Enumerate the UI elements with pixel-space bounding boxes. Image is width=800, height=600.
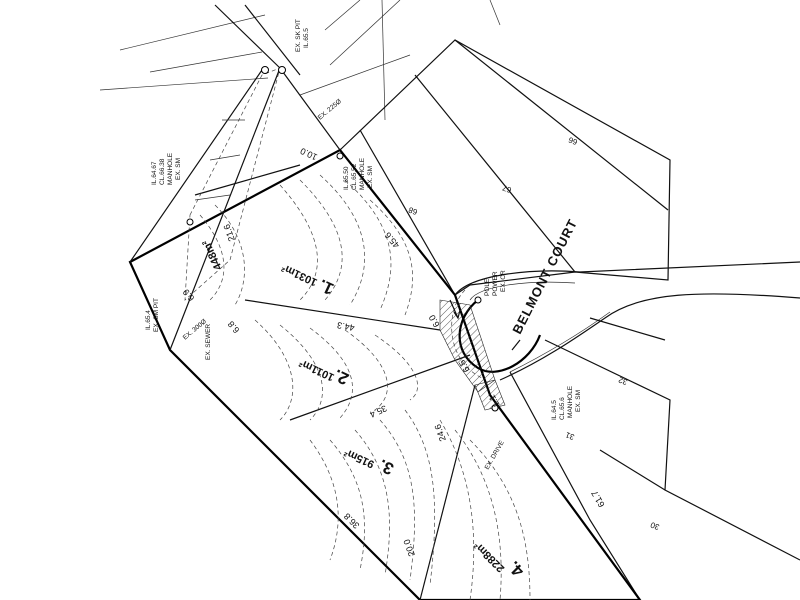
note-mh-right-2: MANHOLE	[567, 385, 574, 418]
adjacent-lot-68: 68	[407, 205, 419, 217]
note-sk-pit-top-1: EX. SK PIT	[295, 19, 302, 52]
note-mh-left-4: IL.64.67	[151, 161, 158, 185]
adjacent-lot-31: 31	[564, 430, 576, 442]
dim-6-8: 6.8	[226, 319, 242, 335]
subdivision-boundary	[128, 4, 642, 600]
lot-3-number: 3.	[376, 455, 397, 478]
note-mh-left-1: EX. SM	[175, 158, 182, 180]
note-power-pole-2: POWER	[492, 271, 499, 296]
adjacent-lots-south	[509, 317, 800, 600]
adjacent-lot-32: 32	[617, 375, 629, 387]
adjacent-lot-labels: 66 67 68 32 31 30	[407, 135, 661, 532]
note-mh-mid-1: EX. SM	[367, 166, 374, 188]
lot-2-area: 1011m²	[297, 356, 336, 383]
lot-3-area: 915m²	[342, 446, 376, 470]
dim-24-6: 24.6	[432, 423, 447, 443]
note-mh-left-3: CL.66.38	[159, 158, 166, 185]
contour-lines	[199, 174, 531, 600]
easement-strip	[184, 67, 281, 301]
note-sk-pit-top-2: IL.65.5	[303, 28, 310, 48]
background-survey-lines	[99, 0, 501, 121]
lot-labels: 1. 1031m² 2. 1011m² 3. 915m² 4. 2288m² 4…	[200, 238, 528, 581]
note-sk-pit-left-1: EX. SM PIT	[153, 298, 160, 332]
dim-21-6: 21.6	[221, 223, 236, 243]
adjacent-lot-67: 67	[501, 183, 513, 195]
note-driveway: EX. DRIVE	[484, 439, 506, 471]
dim-44-3: 44.3	[336, 320, 355, 333]
dim-35-4: 35.4	[368, 403, 388, 419]
note-power-pole-3: POLE	[484, 278, 491, 296]
dim-36-8: 36.8	[342, 511, 361, 530]
note-mh-left-2: MANHOLE	[167, 152, 174, 185]
dim-20-0: 20.0	[401, 538, 416, 558]
note-ex-225: EX. 225Ø	[317, 98, 343, 121]
note-mh-right-4: IL.64.5	[551, 400, 558, 420]
dim-45-6: 45.6	[383, 230, 402, 250]
dim-6-0: 6.0	[427, 313, 442, 329]
note-mh-mid-4: IL.65.50	[343, 166, 350, 190]
note-power-pole-1: EX. CR	[500, 270, 507, 292]
note-sk-pit-left-2: IL.65.4	[145, 310, 152, 330]
note-mh-mid-2: MANHOLE	[359, 157, 366, 190]
note-ex-300: EX. 300Ø	[182, 318, 208, 341]
adjacent-lot-66: 66	[567, 135, 579, 147]
dim-10-0: 10.0	[299, 146, 319, 162]
arrows	[449, 299, 521, 351]
easement-area: 448m²	[200, 238, 224, 272]
note-mh-right-3: CL.65.6	[559, 397, 566, 420]
note-mh-right-1: EX. SM	[575, 390, 582, 412]
note-sewer: EX. SEWER	[205, 324, 212, 360]
access-handle-hatch	[439, 299, 506, 411]
dim-61-7: 61.7	[589, 489, 606, 509]
note-mh-mid-3: CL.65.52	[351, 163, 358, 190]
adjacent-lots-north	[339, 39, 671, 296]
lot-4-area: 2288m²	[472, 539, 508, 575]
lot-4-number: 4.	[504, 557, 527, 580]
adjacent-lot-30: 30	[649, 520, 661, 532]
dimension-labels: 10.0 45.6 44.3 35.4 36.8 6.0 61.7 24.6 2…	[181, 146, 607, 558]
lot-dividers	[194, 164, 476, 600]
service-markers	[186, 66, 499, 412]
lot-1-area: 1031m²	[280, 261, 320, 288]
